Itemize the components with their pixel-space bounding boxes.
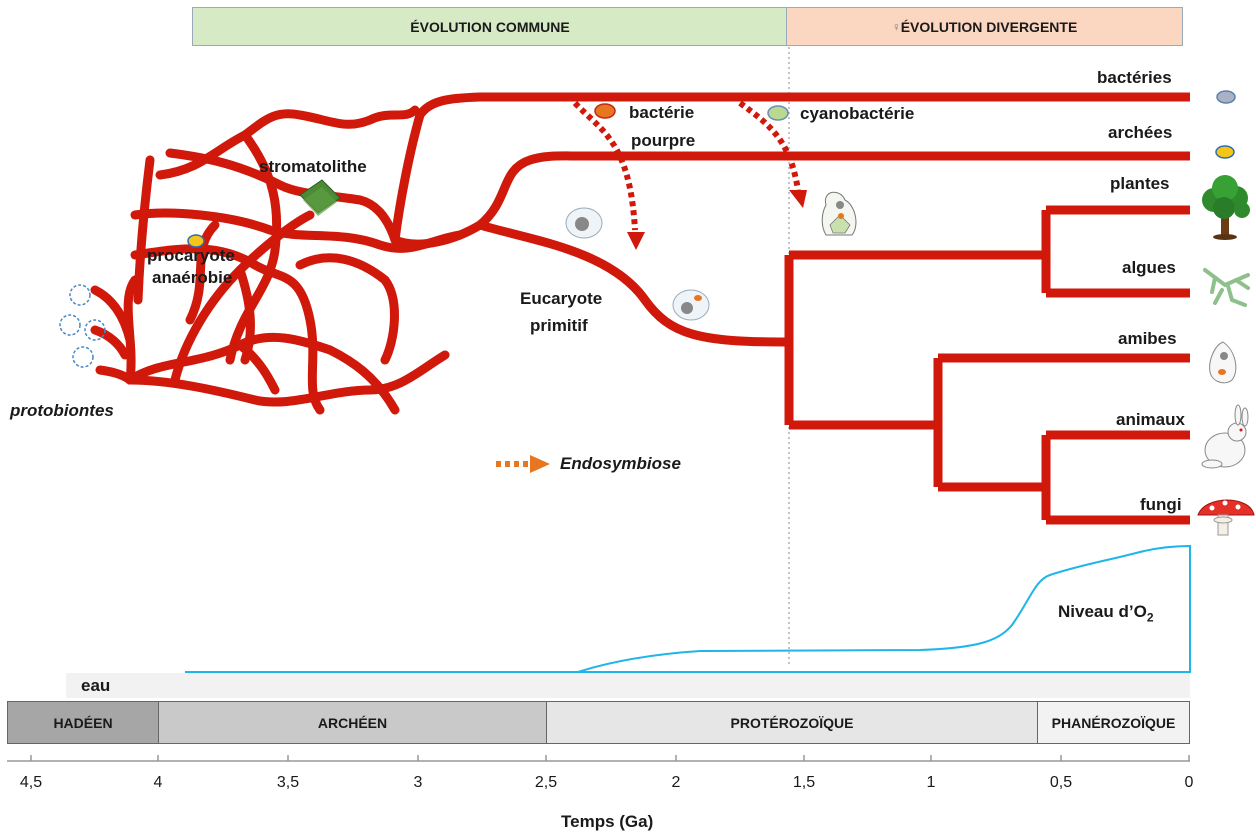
- stromatolite-icon: [299, 179, 341, 216]
- eukaryote-branch: [478, 220, 786, 347]
- eon-phanerozoic: PHANÉROZOÏQUE: [1037, 701, 1190, 744]
- label-archaea: archées: [1108, 123, 1173, 142]
- rabbit-icon: [1201, 404, 1249, 469]
- tick-label: 2: [671, 774, 681, 791]
- plant-cell-icon: [821, 191, 857, 236]
- prokaryote-icon: [187, 234, 205, 248]
- protobiont-icon: [59, 284, 106, 368]
- common-evolution-header: ÉVOLUTION COMMUNE: [192, 7, 788, 46]
- mushroom-icon: [1197, 499, 1255, 536]
- label-protobionts: protobiontes: [10, 401, 114, 420]
- axis-tick-marks: [30, 755, 1190, 761]
- tick-label: 2,5: [534, 774, 558, 791]
- eon-proterozoic: PROTÉROZOÏQUE: [546, 701, 1038, 744]
- oxygen-text: Niveau d’O: [1058, 602, 1147, 621]
- archaea-icon: [1215, 145, 1235, 159]
- mito-eukaryote-cell-icon: [672, 289, 710, 321]
- main-lineages: [476, 92, 1190, 525]
- legend-arrowhead: [530, 455, 550, 473]
- label-cyanobacterium: cyanobactérie: [800, 104, 915, 123]
- amoeba-icon: [1209, 341, 1237, 384]
- oxygen-curve: [185, 544, 1191, 673]
- tick-label: 3: [413, 774, 423, 791]
- label-algae: algues: [1122, 258, 1176, 277]
- label-oxygen-level: Niveau d’O2: [1058, 602, 1154, 625]
- tree-icon: [1202, 175, 1250, 240]
- label-water: eau: [81, 676, 111, 695]
- early-lineage-tangle: [90, 92, 485, 415]
- label-animals: animaux: [1116, 410, 1185, 429]
- label-fungi: fungi: [1140, 495, 1182, 514]
- axis-title: Temps (Ga): [561, 812, 654, 831]
- label-plants: plantes: [1110, 174, 1170, 193]
- cyanobacterium-icon: [767, 105, 789, 121]
- label-bacteria: bactéries: [1097, 68, 1172, 87]
- label-anaerobic-prokaryote-2: anaérobie: [152, 268, 233, 287]
- divergent-evolution-label: ÉVOLUTION DIVERGENTE: [900, 18, 1078, 35]
- tick-label: 0: [1184, 774, 1194, 791]
- tick-label: 3,5: [276, 774, 300, 791]
- archaea-branch: [476, 151, 1190, 229]
- oxygen-subscript: 2: [1146, 610, 1154, 625]
- label-amoebas: amibes: [1118, 329, 1177, 348]
- label-purple-bacterium-1: bactérie: [629, 103, 695, 122]
- label-primitive-eukaryote-1: Eucaryote: [520, 289, 603, 308]
- label-primitive-eukaryote-2: primitif: [530, 316, 588, 335]
- tick-label: 1: [926, 774, 936, 791]
- label-endosymbiosis: Endosymbiose: [560, 454, 681, 473]
- tick-label: 4: [153, 774, 163, 791]
- label-anaerobic-prokaryote-1: procaryote: [147, 246, 235, 265]
- tick-label: 1,5: [792, 774, 816, 791]
- tick-label: 0,5: [1049, 774, 1073, 791]
- female-sign-icon: ♀: [891, 19, 901, 34]
- label-purple-bacterium-2: pourpre: [631, 131, 696, 150]
- algae-icon: [1203, 268, 1250, 307]
- eon-archean: ARCHÉEN: [158, 701, 547, 744]
- plants-algae-node: [789, 205, 1190, 298]
- opisthokont-node: [789, 353, 1190, 525]
- early-eukaryote-cell-icon: [565, 207, 603, 239]
- bacterium-icon: [1216, 90, 1236, 104]
- water-band: [66, 673, 1190, 698]
- endosymbiosis-arrows: [572, 100, 801, 231]
- label-stromatolite: stromatolithe: [259, 157, 367, 176]
- divergent-evolution-header: ♀ÉVOLUTION DIVERGENTE: [786, 7, 1183, 46]
- arrowhead-chloro: [789, 190, 807, 208]
- eon-hadean: HADÉEN: [7, 701, 159, 744]
- purple-bacterium-icon: [594, 103, 616, 119]
- tick-label: 4,5: [19, 774, 43, 791]
- arrowhead-mito: [627, 232, 645, 250]
